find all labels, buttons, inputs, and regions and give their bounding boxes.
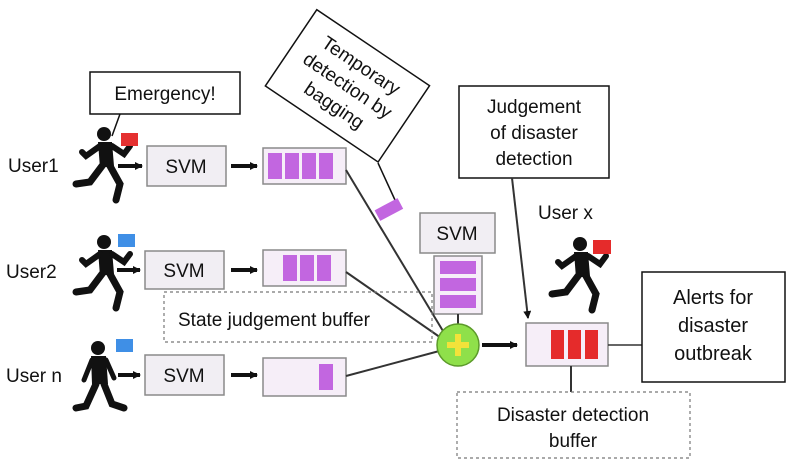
buffer-cell [319,153,333,179]
dashed-frame [163,291,433,343]
callout-pointer [511,177,532,319]
alerts-line-3: outbreak [674,343,753,365]
user2-row: User2 SVM [6,234,347,308]
judgement-line-3: detection [495,149,572,170]
buffer-cell [440,295,476,308]
dashed-frame [456,391,691,459]
alert-cell [585,330,598,359]
svm-box [146,145,227,187]
svm-label: SVM [436,224,477,245]
emergency-text: Emergency! [114,84,215,105]
user2-flag [118,234,135,247]
svm-box [419,212,496,254]
buffer-cell [283,255,297,281]
user1-row: User1 SVM [8,127,347,200]
connector-line [345,271,445,341]
alert-cell [568,330,581,359]
buffer-cell [300,255,314,281]
svm-box [144,354,225,396]
alerts-line-1: Alerts for [673,287,753,309]
buffer-cell [268,153,282,179]
buffer-cell [285,153,299,179]
connector-lines [345,169,459,377]
user-x-label: User x [538,203,593,224]
user1-flag [121,133,138,146]
buffer-cell [440,261,476,274]
state-judgement-buffer: State judgement buffer [163,291,433,343]
svm-box [144,250,225,290]
user2-label: User2 [6,262,57,283]
user1-label: User1 [8,156,59,177]
callout-box [264,8,431,164]
user-x: User x [538,203,611,310]
svm-label: SVM [163,261,204,282]
walking-person-icon [72,341,128,412]
connector-line [345,349,444,377]
state-judgement-buffer-label: State judgement buffer [178,310,371,331]
emergency-callout: Emergency! [89,71,241,137]
buffer-cell [317,255,331,281]
plus-circle-icon [436,323,480,367]
usern-label: User n [6,366,62,387]
callout-box [641,271,786,383]
usern-flag [116,339,133,352]
connector-line [345,169,447,337]
buffer-cell [440,278,476,291]
disaster-buffer [525,322,642,392]
alerts-line-2: disaster [678,315,748,337]
disaster-buffer-label-2: buffer [549,431,598,452]
alert-cell [551,330,564,359]
svm-label: SVM [163,366,204,387]
alerts-callout: Alerts for disaster outbreak [641,271,786,383]
callout-box [458,85,610,179]
usern-row: User n SVM [6,339,347,412]
bagged-cell [374,198,404,221]
user2-buffer-cells [283,255,331,281]
buffer-cell [319,364,333,390]
user1-buffer-cells [268,153,333,179]
disaster-buffer-label-1: Disaster detection [497,405,649,426]
usern-buffer [262,357,347,397]
buffer-cell [302,153,316,179]
callout-pointer [377,162,396,201]
disaster-detection-buffer-label-box: Disaster detection buffer [456,391,691,459]
callout-box [89,71,241,115]
user-x-flag [593,240,611,254]
svm-label: SVM [165,157,206,178]
judgement-line-1: Judgement [487,97,582,118]
temporary-detection-callout: Temporary detection by bagging [264,8,431,221]
callout-pointer [111,113,121,137]
judgement-line-2: of disaster [490,123,578,144]
svm-aggregator: SVM [419,212,496,315]
judgement-callout: Judgement of disaster detection [458,85,610,319]
